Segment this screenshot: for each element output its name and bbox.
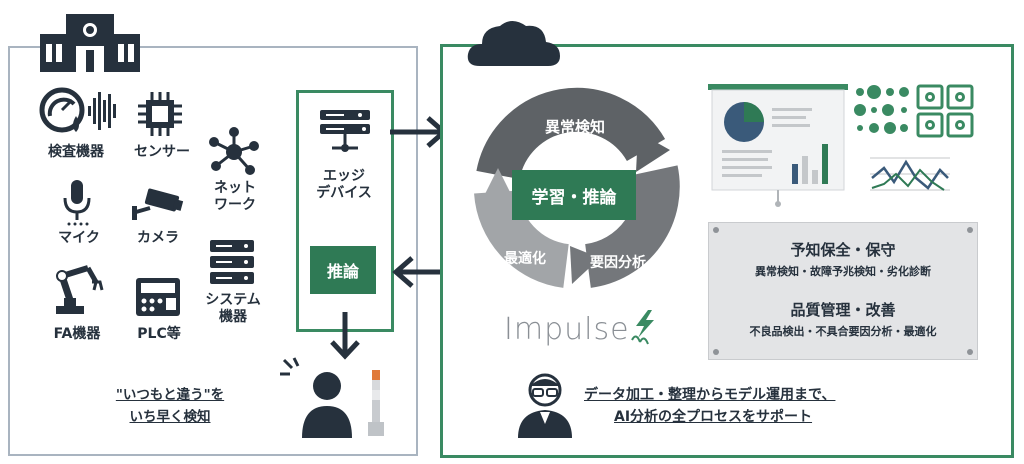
cycle-anomaly-label: 異常検知 [544, 118, 605, 136]
camera-label: カメラ [137, 230, 179, 246]
factory-building-icon [40, 14, 140, 72]
worker-person-icon [302, 372, 352, 438]
robot-arm-icon [56, 265, 104, 314]
early-detect-text: "いつもと違う"を いち早く検知 [115, 387, 225, 425]
security-camera-icon [132, 188, 184, 220]
inspection-device-label: 検査機器 [48, 144, 104, 160]
edge-inference-box: 推論 [310, 246, 376, 294]
panel-screw [967, 227, 973, 233]
predictive-maintenance-heading: 予知保全・保守 [790, 241, 896, 259]
inspection-device-icon [39, 87, 116, 133]
edge-server-icon [320, 110, 370, 152]
network-icon [209, 127, 259, 175]
presentation-board-icon [708, 84, 848, 207]
edge-device-label: エッジ デバイス [316, 168, 372, 201]
plc-label: PLC等 [137, 326, 181, 342]
cycle-ring [474, 87, 680, 288]
cloud-icon [467, 21, 560, 66]
plc-icon [136, 278, 180, 316]
quality-control-detail: 不良品検出・不具合要因分析・最適化 [749, 325, 937, 338]
microphone-label: マイク [58, 230, 100, 246]
panel-screw [713, 227, 719, 233]
data-dots-gears-icon [854, 84, 974, 138]
fa-device-label: FA機器 [53, 326, 101, 342]
consultant-person-icon [518, 373, 572, 438]
system-device-label: システム 機器 [205, 292, 261, 325]
lightning-leaf-icon [631, 310, 654, 345]
sensor-chip-icon [138, 92, 182, 136]
network-label: ネット ワーク [214, 180, 256, 213]
signal-tower-icon [368, 370, 384, 436]
cycle-optimize-label: 最適化 [504, 251, 546, 267]
impulse-logo: Impulse [504, 312, 630, 347]
use-case-panel: 予知保全・保守 異常検知・故障予兆検知・劣化診断 品質管理・改善 不良品検出・不… [708, 222, 978, 360]
line-chart-icon [870, 157, 950, 191]
cycle-cause-label: 要因分析 [590, 255, 646, 271]
alert-lines-icon [280, 357, 300, 376]
predictive-maintenance-detail: 異常検知・故障予兆検知・劣化診断 [755, 265, 931, 278]
microphone-icon [63, 180, 91, 226]
learning-inference-box: 学習・推論 [512, 170, 636, 220]
support-text: データ加工・整理からモデル運用まで、 AI分析の全プロセスをサポート [584, 387, 836, 425]
down-arrow-icon [330, 312, 360, 360]
sensor-label: センサー [134, 144, 190, 160]
panel-screw [967, 349, 973, 355]
server-rack-icon [210, 240, 254, 284]
panel-screw [713, 349, 719, 355]
quality-control-heading: 品質管理・改善 [790, 301, 896, 319]
